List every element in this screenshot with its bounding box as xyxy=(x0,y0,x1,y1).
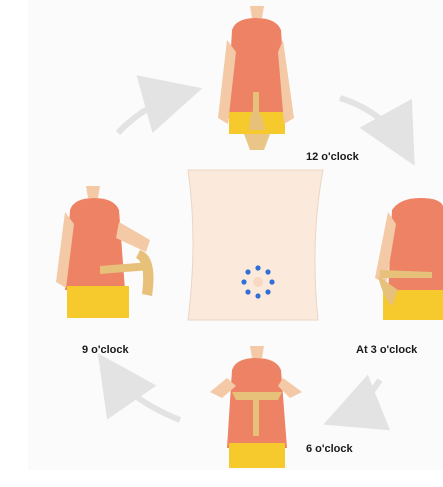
label-3-oclock: At 3 o'clock xyxy=(356,344,417,356)
figure-3-oclock xyxy=(375,198,443,320)
rotation-arrow-bottom-left xyxy=(108,368,180,420)
rotation-arrow-top-left xyxy=(118,93,185,133)
abdomen-illustration xyxy=(188,170,323,320)
label-12-oclock: 12 o'clock xyxy=(306,151,359,163)
rotation-arrow-top-right xyxy=(340,98,406,150)
injection-site-ring-icon xyxy=(241,265,274,298)
label-6-oclock: 6 o'clock xyxy=(306,443,353,455)
figure-9-oclock xyxy=(56,186,154,318)
figure-12-oclock xyxy=(218,6,294,150)
label-9-oclock: 9 o'clock xyxy=(82,344,129,356)
figure-6-oclock xyxy=(210,346,302,468)
rotation-arrow-bottom-right xyxy=(340,380,380,418)
